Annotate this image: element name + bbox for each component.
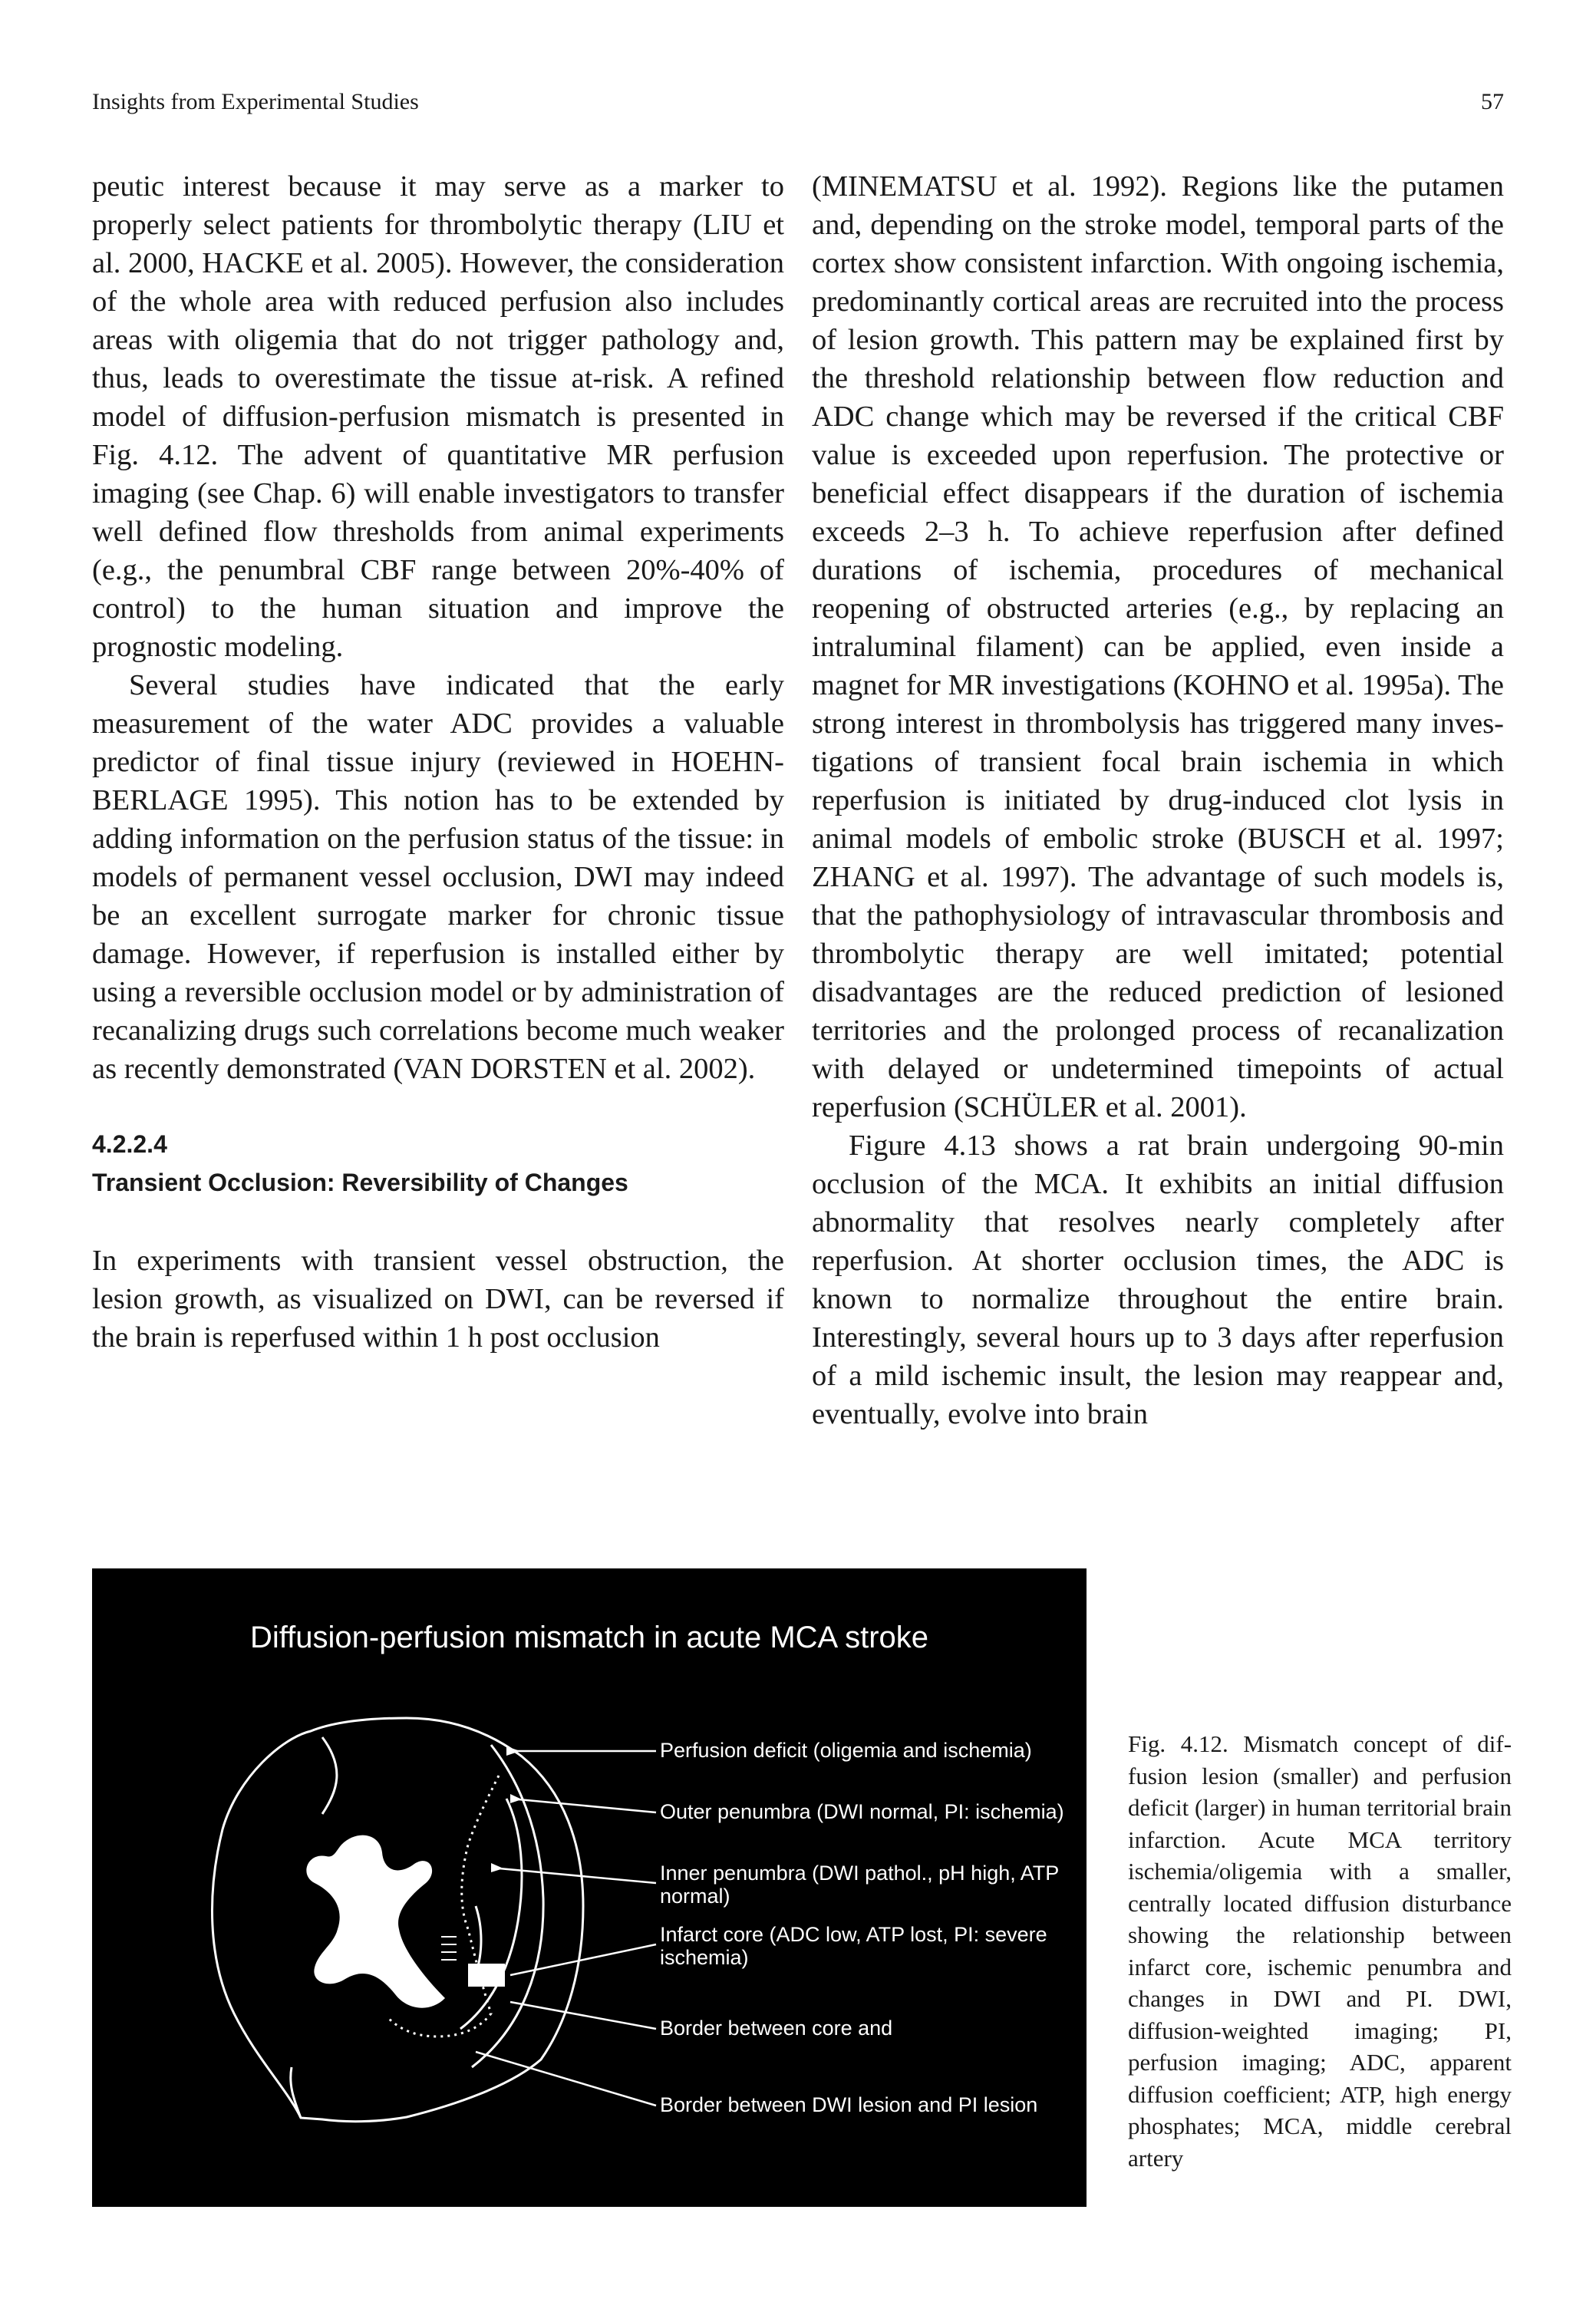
label-perfusion-deficit: Perfusion deficit (oligemia and ischemia… — [660, 1739, 1032, 1762]
figure-title: Diffusion-perfusion mismatch in acute MC… — [249, 1621, 929, 1654]
caption-label: Fig. 4.12. — [1128, 1730, 1228, 1757]
page-number: 57 — [1481, 89, 1504, 114]
figure-caption: Fig. 4.12. Mismatch concept of dif­fusio… — [1128, 1728, 1512, 2174]
label-outer-penumbra: Outer penumbra (DWI normal, PI: ischemia… — [660, 1800, 1064, 1823]
section-title: Transient Occlusion: Reversibility of Ch… — [92, 1169, 628, 1196]
brain-diagram — [210, 1717, 657, 2123]
running-title: Insights from Experimental Studies — [92, 89, 419, 114]
label-border-core: Border between core and — [660, 2017, 893, 2040]
left-paragraph-3: In experiments with transient vessel obs… — [92, 1245, 784, 1354]
running-head: Insights from Experimental Studies 57 — [92, 89, 1504, 127]
leader-inner-penumbra — [490, 1866, 657, 1885]
midline-line — [321, 1736, 338, 1815]
leader-border-core — [509, 2000, 657, 2030]
leader-outer-penumbra — [509, 1797, 657, 1814]
label-infarct-core: Infarct core (ADC low, ATP lost, PI: sev… — [660, 1923, 1047, 1969]
penumbra-boundary-dotted — [386, 1775, 500, 2038]
left-paragraph-1: peutic interest because it may serve as … — [92, 170, 784, 663]
right-paragraph-2: Figure 4.13 shows a rat brain undergoing… — [812, 1130, 1504, 1430]
infarct-core — [468, 1964, 505, 1987]
caption-text: Mismatch concept of dif­fusion lesion (s… — [1128, 1730, 1512, 2172]
right-column: (MINEMATSU et al. 1992). Regions like th… — [812, 167, 1504, 1433]
section-number: 4.2.2.4 — [92, 1130, 167, 1158]
ventricle — [306, 1835, 445, 2008]
perfusion-deficit-outline — [471, 1744, 545, 2069]
leader-border-dwi-pi — [475, 2050, 657, 2107]
label-border-dwi-pi: Border between DWI lesion and PI lesion — [660, 2093, 1038, 2116]
left-paragraph-2: Several studies have indicated that the … — [92, 669, 784, 1085]
right-paragraph-1: (MINEMATSU et al. 1992). Regions like th… — [812, 170, 1504, 1123]
leader-infarct-core — [509, 1943, 657, 1977]
inner-penumbra-hatch — [441, 1936, 457, 1961]
brain-outline — [210, 1717, 585, 2123]
left-column: peutic interest because it may serve as … — [92, 167, 784, 1357]
label-inner-penumbra: Inner penumbra (DWI pathol., pH high, AT… — [660, 1862, 1059, 1908]
figure-4-12: Diffusion-perfusion mismatch in acute MC… — [92, 1568, 1087, 2207]
